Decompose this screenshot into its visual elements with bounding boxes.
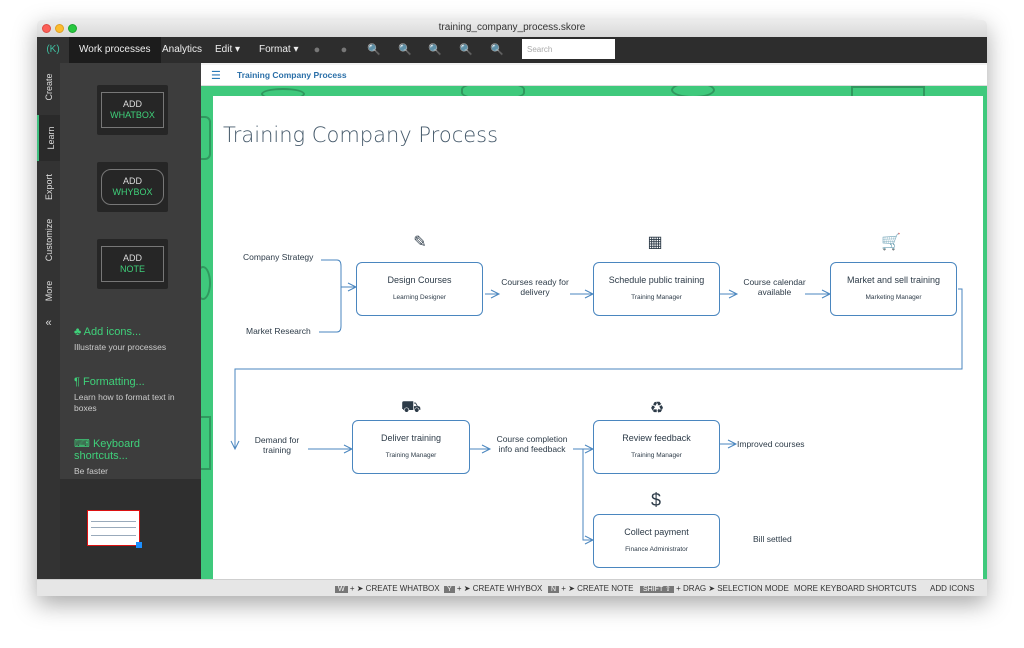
tab-learn[interactable]: Learn	[37, 115, 62, 161]
tab-analytics[interactable]: Analytics	[162, 44, 203, 55]
app-window: training_company_process.skore (K) Work …	[37, 20, 987, 596]
process-connectors	[230, 259, 963, 545]
zoom-selection-icon[interactable]: 🔍	[490, 44, 504, 56]
hint-add-icons[interactable]: ♣ Add icons... Illustrate your processes	[74, 326, 167, 352]
tree-icon: ♣	[74, 326, 82, 338]
vertical-tab-bar: Create Learn Export Customize More «	[37, 63, 62, 596]
output-label[interactable]: Courses ready for delivery	[501, 277, 569, 297]
process-paper[interactable]: Training Company Process	[213, 96, 983, 579]
shortcut-create-whatbox[interactable]: W + ➤ CREATE WHATBOX	[335, 584, 440, 593]
keyboard-icon: ⌨	[74, 438, 90, 450]
status-bar: W + ➤ CREATE WHATBOX Y + ➤ CREATE WHYBOX…	[37, 579, 987, 596]
process-canvas[interactable]: Training Company Process	[201, 86, 987, 579]
output-label[interactable]: Bill settled	[753, 534, 792, 544]
shortcut-create-whybox[interactable]: Y + ➤ CREATE WHYBOX	[444, 584, 542, 593]
output-label[interactable]: Course calendar available	[743, 277, 806, 297]
output-label[interactable]: Course completion info and feedback	[496, 434, 568, 454]
tab-customize[interactable]: Customize	[43, 218, 54, 262]
breadcrumb: ☰ Training Company Process	[201, 65, 987, 86]
cursor-icon: ➤	[463, 584, 471, 593]
output-label[interactable]: Improved courses	[737, 439, 805, 449]
breadcrumb-item[interactable]: Training Company Process	[237, 70, 347, 80]
hint-formatting[interactable]: ¶ Formatting... Learn how to format text…	[74, 376, 175, 413]
add-note-button[interactable]: ADD NOTE	[97, 239, 168, 289]
dollar-icon: $	[650, 490, 661, 510]
minimize-window-button[interactable]	[55, 24, 64, 33]
cursor-icon: ➤	[568, 584, 575, 593]
tab-more[interactable]: More	[43, 280, 54, 302]
whatbox[interactable]: Review feedback Training Manager	[593, 420, 720, 474]
menu-edit[interactable]: Edit ▾	[215, 44, 241, 55]
more-shortcuts-link[interactable]: MORE KEYBOARD SHORTCUTS	[794, 584, 917, 593]
zoom-out-icon[interactable]: 🔍	[398, 44, 412, 56]
whatbox[interactable]: Deliver training Training Manager	[352, 420, 470, 474]
process-title[interactable]: Training Company Process	[223, 123, 499, 147]
window-title: training_company_process.skore	[438, 22, 586, 33]
redo-icon[interactable]: ●	[340, 44, 348, 56]
zoom-window-button[interactable]	[68, 24, 77, 33]
list-icon[interactable]: ☰	[211, 70, 221, 82]
hint-keyboard-shortcuts[interactable]: ⌨ Keyboard shortcuts... Be faster	[74, 438, 141, 476]
menu-format[interactable]: Format ▾	[259, 44, 299, 55]
shortcut-create-note[interactable]: N + ➤ CREATE NOTE	[548, 584, 633, 593]
whatbox[interactable]: Market and sell training Marketing Manag…	[830, 262, 957, 316]
zoom-reset-icon[interactable]: 🔍	[459, 44, 473, 56]
zoom-fit-icon[interactable]: 🔍	[428, 44, 442, 56]
calendar-icon: ▦	[647, 234, 663, 251]
whatbox[interactable]: Collect payment Finance Administrator	[593, 514, 720, 568]
input-label[interactable]: Market Research	[246, 326, 311, 336]
close-window-button[interactable]	[42, 24, 51, 33]
undo-icon[interactable]: ●	[313, 44, 321, 56]
tab-create[interactable]: Create	[43, 73, 54, 101]
recycle-icon: ♻	[649, 400, 665, 417]
output-label[interactable]: Demand for training	[254, 435, 300, 455]
zoom-in-icon[interactable]: 🔍	[367, 44, 381, 56]
app-logo[interactable]: (K)	[37, 37, 69, 63]
truck-icon: ⛟	[401, 399, 422, 416]
shortcut-selection-mode[interactable]: SHIFT ⇧ + DRAG ➤ SELECTION MODE	[640, 584, 789, 593]
pencil-icon: ✎	[413, 234, 427, 251]
menu-bar: (K) Work processes Analytics Edit ▾ Form…	[37, 37, 987, 63]
add-whatbox-button[interactable]: ADD WHATBOX	[97, 85, 168, 135]
title-bar: training_company_process.skore	[37, 20, 987, 38]
whatbox[interactable]: Design Courses Learning Designer	[356, 262, 483, 316]
add-icons-link[interactable]: ADD ICONS	[930, 584, 975, 593]
cursor-icon: ➤	[356, 584, 364, 593]
tab-export[interactable]: Export	[43, 173, 54, 201]
tab-work-processes[interactable]: Work processes	[69, 37, 161, 63]
minimap[interactable]	[60, 479, 201, 579]
whatbox[interactable]: Schedule public training Training Manage…	[593, 262, 720, 316]
cart-icon: 🛒	[881, 234, 901, 251]
minimap-resize-handle[interactable]	[136, 542, 142, 548]
minimap-viewport[interactable]	[87, 510, 140, 546]
paragraph-icon: ¶	[74, 376, 80, 388]
add-whybox-button[interactable]: ADD WHYBOX	[97, 162, 168, 212]
search-input[interactable]	[522, 39, 615, 59]
collapse-panel-icon[interactable]: «	[45, 317, 52, 329]
input-label[interactable]: Company Strategy	[243, 252, 314, 262]
cursor-icon: ➤	[708, 584, 716, 593]
